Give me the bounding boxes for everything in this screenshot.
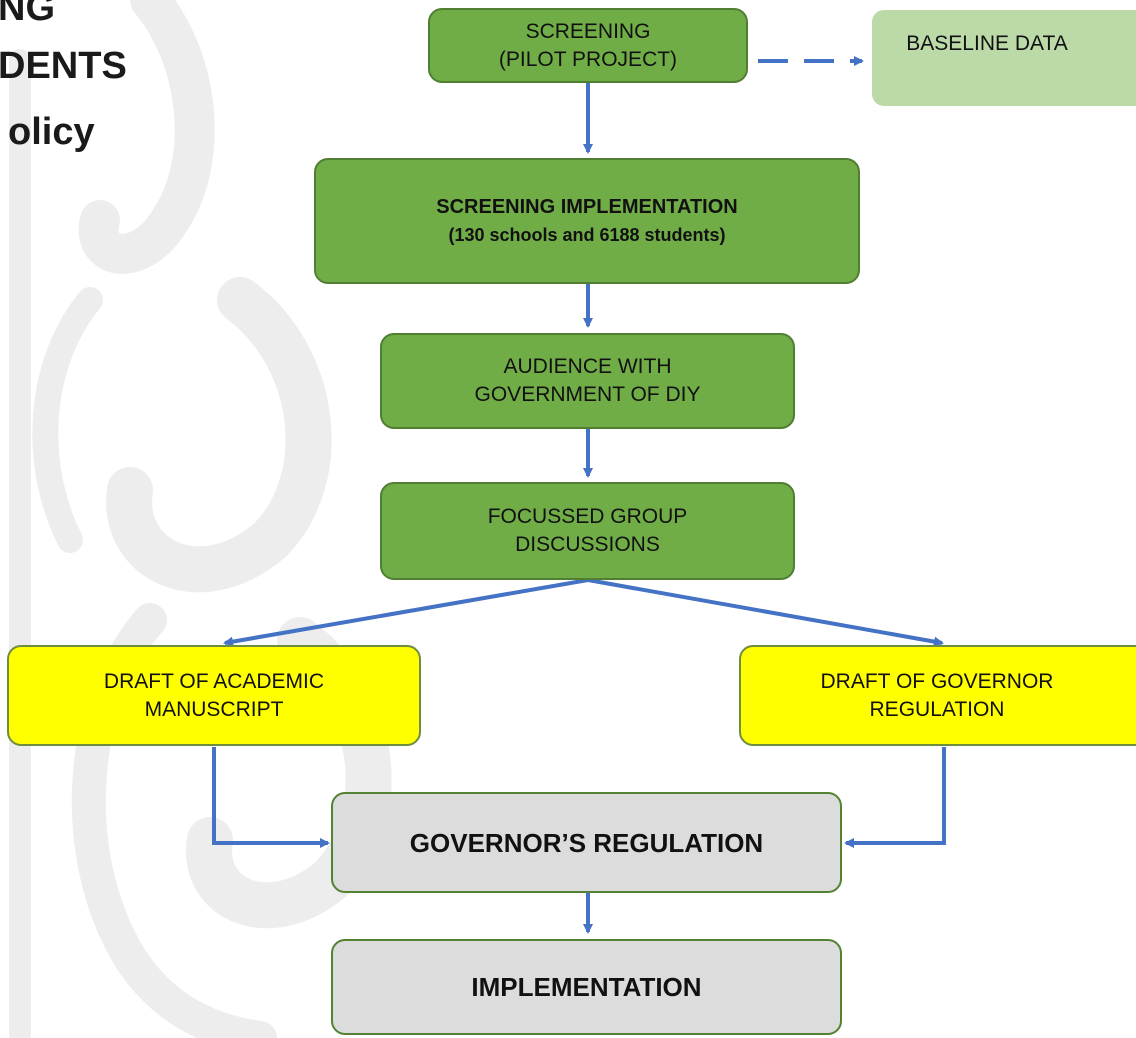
arrow-fgd-to-academic bbox=[223, 578, 589, 647]
node-governors-regulation: GOVERNOR’S REGULATION bbox=[331, 792, 842, 893]
node-draft-academic-line-2: MANUSCRIPT bbox=[144, 697, 284, 721]
node-implementation-label: IMPLEMENTATION bbox=[471, 972, 702, 1002]
node-screening-pilot: SCREENING (PILOT PROJECT) bbox=[428, 8, 748, 83]
node-governors-regulation-label: GOVERNOR’S REGULATION bbox=[409, 827, 764, 858]
node-implementation: IMPLEMENTATION bbox=[331, 939, 842, 1035]
node-fgd-line-1: FOCUSSED GROUP bbox=[487, 505, 688, 528]
arrow-fgd-to-governor-draft bbox=[587, 578, 944, 647]
node-screening-implementation-line-2: (130 schools and 6188 students) bbox=[448, 225, 726, 245]
node-draft-governor-line-1: DRAFT OF GOVERNOR bbox=[820, 669, 1054, 693]
node-draft-governor: DRAFT OF GOVERNOR REGULATION bbox=[739, 645, 1136, 746]
node-fgd-line-2: DISCUSSIONS bbox=[515, 533, 660, 556]
slide-title-line-2: DENTS bbox=[0, 45, 127, 87]
node-screening-implementation-line-1: SCREENING IMPLEMENTATION bbox=[436, 196, 738, 218]
node-screening-implementation: SCREENING IMPLEMENTATION (130 schools an… bbox=[314, 158, 860, 284]
node-baseline-data-label: BASELINE DATA bbox=[906, 32, 1068, 55]
node-audience: AUDIENCE WITH GOVERNMENT OF DIY bbox=[380, 333, 795, 429]
node-audience-line-1: AUDIENCE WITH bbox=[503, 355, 672, 378]
node-screening-pilot-line-2: (PILOT PROJECT) bbox=[498, 47, 678, 71]
node-draft-academic: DRAFT OF ACADEMIC MANUSCRIPT bbox=[7, 645, 421, 746]
node-draft-academic-line-1: DRAFT OF ACADEMIC bbox=[103, 669, 325, 693]
node-baseline-data: BASELINE DATA bbox=[872, 10, 1136, 106]
slide-title-line-3: olicy bbox=[8, 111, 95, 153]
node-screening-pilot-line-1: SCREENING bbox=[525, 19, 651, 43]
arrow-governor-draft-to-regulation bbox=[844, 747, 946, 848]
arrow-academic-to-regulation bbox=[212, 747, 330, 848]
node-audience-line-2: GOVERNMENT OF DIY bbox=[474, 383, 701, 406]
slide-title-line-1: NG bbox=[0, 0, 55, 29]
node-fgd: FOCUSSED GROUP DISCUSSIONS bbox=[380, 482, 795, 580]
node-draft-governor-line-2: REGULATION bbox=[869, 697, 1005, 721]
